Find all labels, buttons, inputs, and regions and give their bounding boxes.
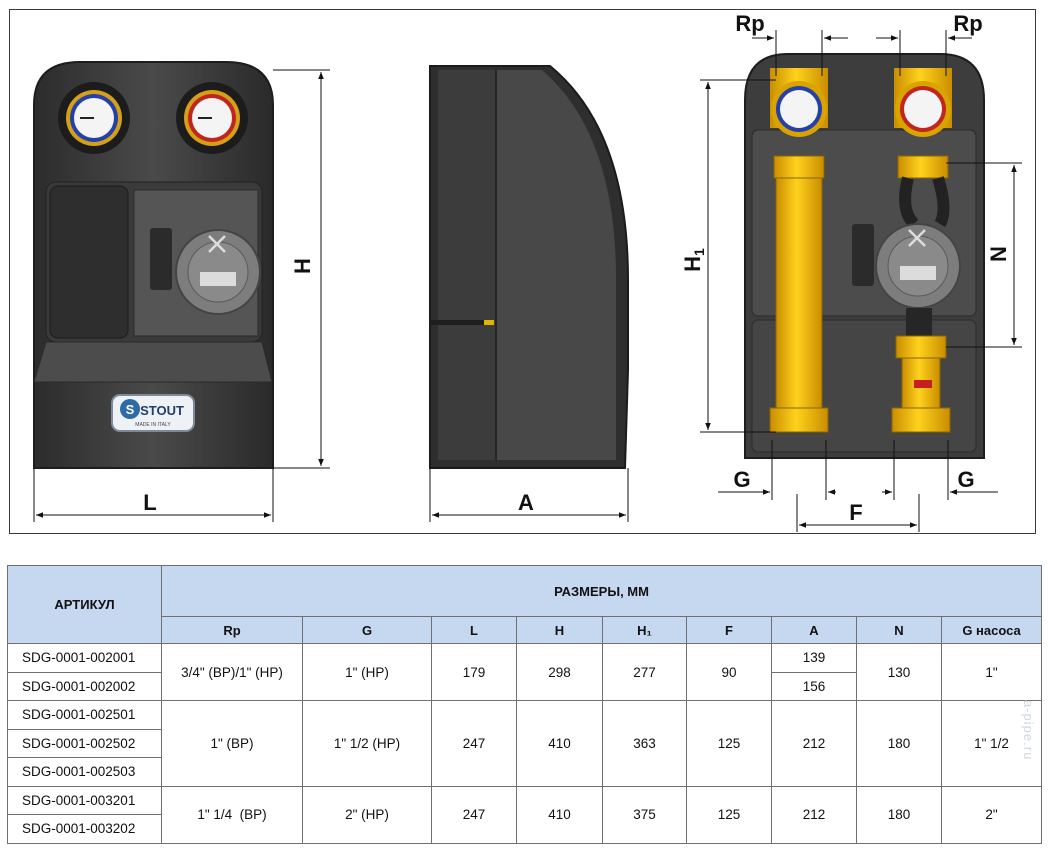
n-cell: 180 <box>856 785 942 844</box>
rp-cell: 1" (ВР) <box>161 700 303 787</box>
col-header-h: H <box>516 616 603 644</box>
col-header-h1: H₁ <box>602 616 687 644</box>
n-cell: 130 <box>856 643 942 701</box>
article-cell: SDG-0001-002002 <box>7 671 162 701</box>
dim-G-left-label: G <box>733 467 750 492</box>
table-row: SDG-0001-002001 3/4" (ВР)/1" (НР) 1" (НР… <box>7 643 1043 701</box>
g-cell: 1" 1/2 (НР) <box>302 700 432 787</box>
header-dimensions: РАЗМЕРЫ, ММ <box>160 565 1043 617</box>
h1-cell: 277 <box>602 643 687 701</box>
a-cell: 212 <box>771 785 857 844</box>
l-cell: 179 <box>431 643 517 701</box>
a-cell: 156 <box>771 671 857 701</box>
article-cell: SDG-0001-003202 <box>7 814 162 844</box>
h-cell: 410 <box>516 700 603 787</box>
h-cell: 410 <box>516 785 603 844</box>
a-cell: 212 <box>771 700 857 787</box>
h1-cell: 375 <box>602 785 687 844</box>
dim-H-label: H <box>290 258 315 274</box>
col-header-g: G <box>302 616 432 644</box>
col-header-rp: Rp <box>161 616 303 644</box>
g-pump-cell: 2" <box>940 785 1043 844</box>
dim-Rp-right-label: Rp <box>953 11 982 36</box>
l-cell: 247 <box>431 785 517 844</box>
article-cell: SDG-0001-002001 <box>7 643 162 673</box>
table-row: SDG-0001-002501 1" (ВР) 1" 1/2 (НР) 247 … <box>7 700 1043 787</box>
col-header-n: N <box>856 616 942 644</box>
g-pump-cell: 1" 1/2 <box>940 700 1043 787</box>
brand-logo: STOUT <box>140 403 184 418</box>
a-cell: 139 <box>771 643 857 673</box>
dim-H1-label: H1 <box>680 248 707 272</box>
dim-G-right-label: G <box>957 467 974 492</box>
technical-drawing: S STOUT MADE IN ITALY H L A <box>9 9 1036 534</box>
dim-L-label: L <box>143 490 156 515</box>
header-article: АРТИКУЛ <box>7 565 162 644</box>
article-cell: SDG-0001-002501 <box>7 700 162 730</box>
brand-subtitle: MADE IN ITALY <box>135 422 171 428</box>
col-header-l: L <box>431 616 517 644</box>
article-cell: SDG-0001-002503 <box>7 757 162 787</box>
n-cell: 180 <box>856 700 942 787</box>
f-cell: 125 <box>686 785 772 844</box>
dim-A-label: A <box>518 490 534 515</box>
col-header-f: F <box>686 616 772 644</box>
l-cell: 247 <box>431 700 517 787</box>
article-cell: SDG-0001-002502 <box>7 728 162 758</box>
f-cell: 125 <box>686 700 772 787</box>
g-cell: 2" (НР) <box>302 785 432 844</box>
g-pump-cell: 1" <box>940 643 1043 701</box>
h1-cell: 363 <box>602 700 687 787</box>
table-row: SDG-0001-002502 <box>7 728 1042 758</box>
open-view <box>744 53 985 459</box>
col-header-a: A <box>771 616 857 644</box>
table-row: SDG-0001-002002 156 <box>7 671 1042 701</box>
rp-cell: 3/4" (ВР)/1" (НР) <box>161 643 303 701</box>
drawing-svg: S STOUT MADE IN ITALY H L A <box>33 11 1022 532</box>
g-cell: 1" (НР) <box>302 643 432 701</box>
table-row: SDG-0001-003202 <box>7 814 1042 844</box>
f-cell: 90 <box>686 643 772 701</box>
watermark: a-pipe.ru <box>1021 700 1036 761</box>
article-cell: SDG-0001-003201 <box>7 785 162 815</box>
front-view: S STOUT MADE IN ITALY <box>33 61 274 469</box>
dim-N-label: N <box>986 246 1011 262</box>
side-view <box>429 65 629 469</box>
col-header-g-pump: G насоса <box>940 616 1043 644</box>
table-row: SDG-0001-003201 1" 1/4 (ВР) 2" (НР) 247 … <box>7 785 1043 844</box>
dimensions-table: АРТИКУЛ РАЗМЕРЫ, ММ Rp G L H H₁ F A N G … <box>7 565 1043 844</box>
rp-cell: 1" 1/4 (ВР) <box>161 785 303 844</box>
svg-text:S: S <box>126 402 135 417</box>
dim-F-label: F <box>849 500 862 525</box>
h-cell: 298 <box>516 643 603 701</box>
dim-Rp-left-label: Rp <box>735 11 764 36</box>
